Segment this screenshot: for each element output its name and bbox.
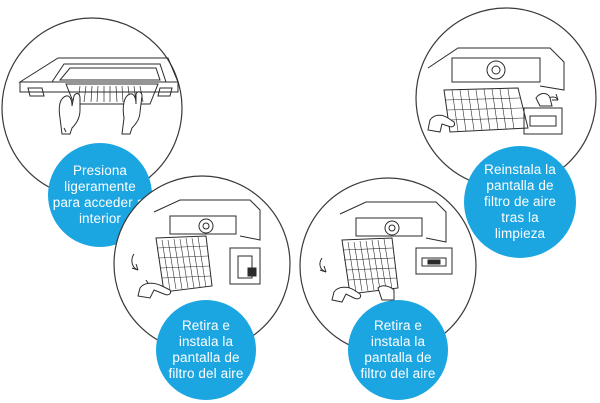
step-3-caption-bubble: Retira e instala la pantalla de filtro d… <box>348 300 448 400</box>
step-1-illustration <box>1 17 183 199</box>
step-2-panel: Retira e instala la pantalla de filtro d… <box>110 160 300 403</box>
hand-icon <box>331 285 395 303</box>
step-4-caption: Reinstala la pantalla de filtro de aire … <box>484 162 556 241</box>
step-3-caption: Retira e instala la pantalla de filtro d… <box>360 318 436 381</box>
step-3-illustration <box>299 177 477 355</box>
step-1-caption: Presiona ligeramente para acceder al int… <box>52 163 147 226</box>
step-1-panel: Presiona ligeramente para acceder al int… <box>0 0 200 260</box>
filter-screen-illustration <box>427 47 565 135</box>
hand-icon <box>121 91 143 135</box>
step-4-illustration <box>415 7 597 189</box>
step-2-illustration <box>113 175 291 353</box>
step-4-caption-bubble: Reinstala la pantalla de filtro de aire … <box>464 146 576 258</box>
hand-icon <box>427 93 553 133</box>
step-1-caption-bubble: Presiona ligeramente para acceder al int… <box>48 143 152 247</box>
hand-icon <box>58 93 81 135</box>
step-2-caption-bubble: Retira e instala la pantalla de filtro d… <box>156 300 256 400</box>
filter-screen-illustration <box>131 199 261 293</box>
cassette-unit-illustration <box>18 57 179 105</box>
step-4-panel: Reinstala la pantalla de filtro de aire … <box>400 0 600 270</box>
step-2-caption: Retira e instala la pantalla de filtro d… <box>168 318 244 381</box>
hand-icon <box>137 282 171 299</box>
step-3-panel: Retira e instala la pantalla de filtro d… <box>296 162 486 403</box>
filter-screen-illustration <box>319 201 453 295</box>
